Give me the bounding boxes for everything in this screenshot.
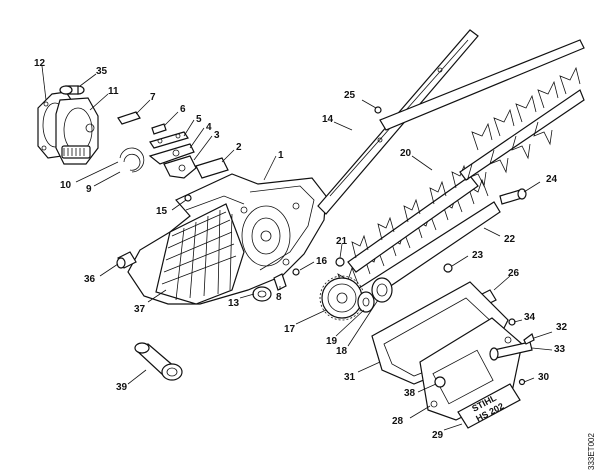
callout-18: 18: [336, 346, 348, 357]
callout-33: 33: [554, 344, 566, 355]
callout-3: 3: [214, 130, 220, 141]
callout-22: 22: [504, 234, 516, 245]
callout-35: 35: [96, 66, 108, 77]
callout-34: 34: [524, 312, 536, 323]
callout-11: 11: [108, 86, 119, 97]
gear-housing-part: [55, 97, 99, 165]
callout-21: 21: [336, 236, 348, 247]
plug-38-part: [434, 376, 446, 388]
callout-20: 20: [400, 148, 412, 159]
callout-6: 6: [180, 104, 186, 115]
washer-19-part: [357, 291, 375, 313]
callout-38: 38: [404, 388, 416, 399]
callout-36: 36: [84, 274, 96, 285]
upper-rail-part: [379, 39, 585, 188]
spacer-plate-part: [149, 131, 189, 149]
callout-37: 37: [134, 304, 146, 315]
callout-2: 2: [236, 142, 242, 153]
callout-7: 7: [150, 92, 156, 103]
screw-30-part: [518, 378, 526, 386]
callout-9: 9: [86, 184, 92, 195]
callout-4: 4: [206, 122, 212, 133]
sleeve-part: [59, 85, 85, 95]
callout-8: 8: [276, 292, 282, 303]
leader-lines: [41, 65, 553, 431]
box-spanner-part: [134, 342, 183, 381]
callout-25: 25: [344, 90, 356, 101]
callout-13: 13: [228, 298, 240, 309]
callout-28: 28: [392, 416, 404, 427]
callout-32: 32: [556, 322, 568, 333]
callout-16: 16: [316, 256, 328, 267]
callout-29: 29: [432, 430, 444, 441]
shaft-33-part: [489, 341, 533, 361]
stud-part: [273, 273, 287, 291]
callout-23: 23: [472, 250, 484, 261]
callout-26: 26: [508, 268, 520, 279]
pin-23-part: [443, 263, 453, 273]
callout-12: 12: [34, 58, 46, 69]
callout-1: 1: [278, 150, 284, 161]
drawing-reference-code: 333ET002: [587, 433, 596, 470]
callout-14: 14: [322, 114, 334, 125]
upper-cutter-blade-part: [347, 164, 479, 273]
gasket-part: [195, 157, 229, 179]
callout-5: 5: [196, 114, 202, 125]
screw-25-part: [374, 106, 382, 114]
bracket-part: [148, 143, 195, 165]
key-part: [117, 111, 141, 125]
callout-24: 24: [546, 174, 558, 185]
callout-31: 31: [344, 372, 356, 383]
screw-32-part: [523, 333, 535, 345]
sleeve-pin-part: [116, 251, 137, 269]
pin-part: [151, 123, 167, 135]
spacer-18-part: [371, 277, 393, 303]
grid-guard-part: [155, 203, 245, 305]
callout-19: 19: [326, 336, 338, 347]
screw-16-part: [292, 268, 300, 276]
nut-21-part: [335, 257, 345, 267]
callout-39: 39: [116, 382, 128, 393]
washer-13-part: [252, 286, 272, 302]
clamp-part: [163, 155, 197, 179]
bolt-24-part: [499, 188, 527, 205]
spur-gear-part: [319, 275, 365, 321]
circlip-part: [119, 147, 145, 173]
callout-10: 10: [60, 180, 72, 191]
callout-labels: 12 35 11 7 6 5 4 3 2 1 10 9 15 14 36 37 …: [34, 58, 568, 441]
screw-15-part: [184, 194, 192, 202]
callout-30: 30: [538, 372, 550, 383]
callout-17: 17: [284, 324, 296, 335]
callout-15: 15: [156, 206, 168, 217]
